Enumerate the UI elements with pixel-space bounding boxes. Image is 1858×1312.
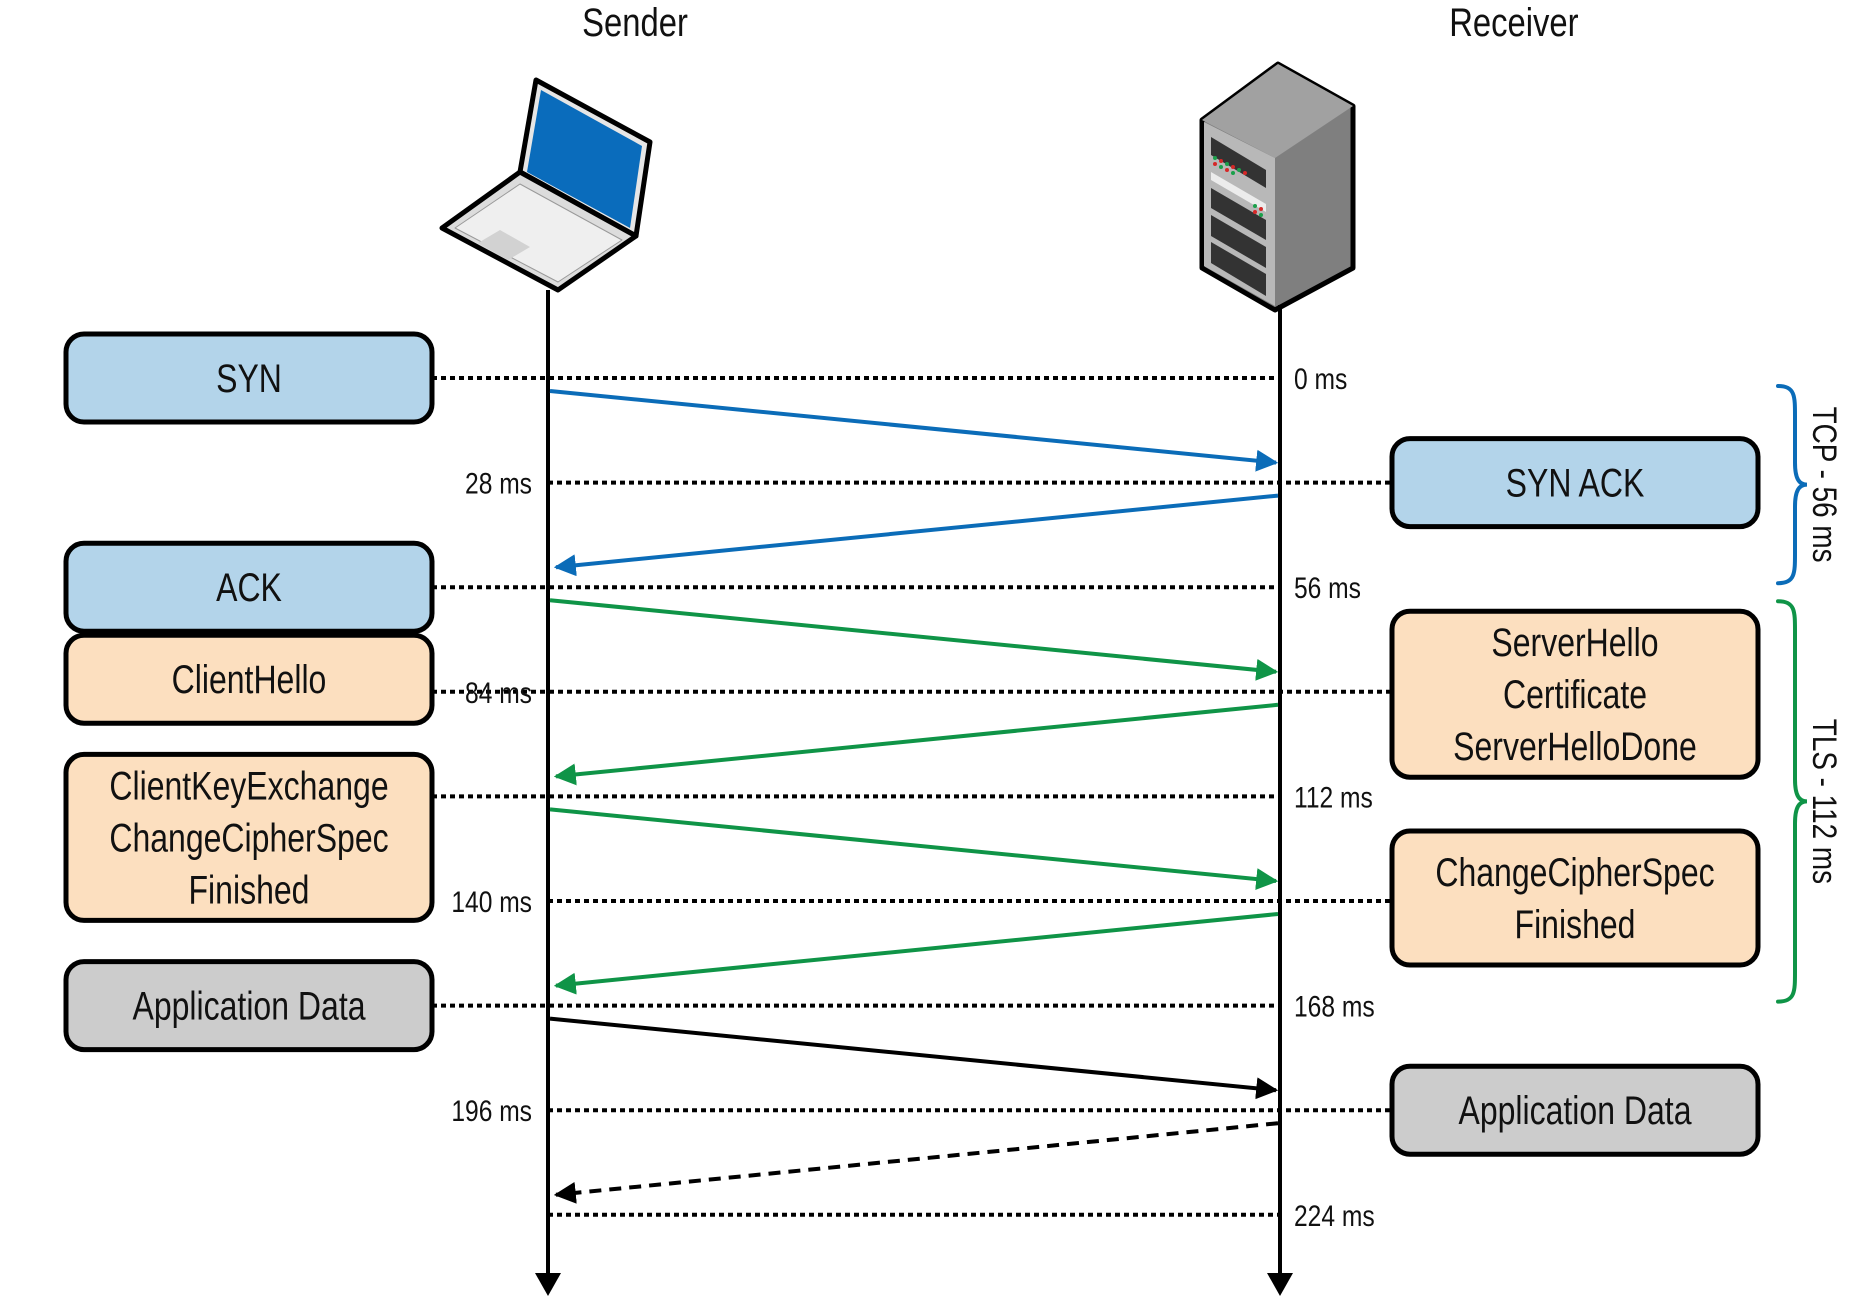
message-arrow-tls — [553, 912, 1279, 995]
time-label: 84 ms — [465, 675, 532, 709]
message-box-label: Application Data — [1458, 1088, 1692, 1133]
time-label: 196 ms — [451, 1094, 532, 1128]
message-box-label: ServerHello — [1491, 620, 1658, 665]
message-box-label: SYN ACK — [1506, 460, 1645, 505]
message-box-label: Certificate — [1503, 672, 1647, 717]
message-box-label: Finished — [189, 867, 310, 912]
time-label: 56 ms — [1294, 571, 1361, 605]
laptop-icon — [439, 77, 653, 293]
message-box-syn-ack: SYN ACK — [1389, 436, 1761, 530]
message-box-ack: ACK — [63, 540, 435, 634]
time-label: 28 ms — [465, 466, 532, 500]
receiver-lifeline-arrowhead — [1267, 1273, 1293, 1296]
time-label: 0 ms — [1294, 362, 1347, 396]
message-arrow-app — [549, 1016, 1279, 1100]
sender-title: Sender — [582, 0, 688, 45]
time-label: 112 ms — [1294, 780, 1373, 814]
time-label: 140 ms — [451, 885, 532, 919]
message-box-label: ClientKeyExchange — [109, 763, 388, 808]
sender-lifeline-arrowhead — [535, 1273, 561, 1296]
message-arrow-tcp — [549, 389, 1279, 472]
brace-label-tls: TLS - 112 ms — [1805, 719, 1843, 884]
message-arrow-tcp — [553, 493, 1279, 577]
message-box-client-key-exchange: ClientKeyExchangeChangeCipherSpecFinishe… — [63, 751, 435, 923]
server-icon — [1199, 61, 1356, 313]
message-arrow-app — [553, 1121, 1279, 1204]
brace-tls — [1776, 599, 1808, 1004]
message-box-label: SYN — [216, 356, 282, 401]
message-box-label: ChangeCipherSpec — [109, 815, 388, 860]
time-label: 168 ms — [1294, 989, 1375, 1023]
message-box-client-app-data: Application Data — [63, 959, 435, 1053]
time-label: 224 ms — [1294, 1198, 1375, 1232]
message-box-server-app-data: Application Data — [1389, 1063, 1761, 1157]
message-arrow-tls — [549, 807, 1279, 891]
message-box-label: ChangeCipherSpec — [1435, 850, 1714, 895]
message-box-label: ClientHello — [172, 657, 327, 702]
message-arrow-tls — [549, 598, 1279, 681]
message-box-label: Finished — [1515, 902, 1636, 947]
message-box-label: ServerHelloDone — [1453, 724, 1697, 769]
brace-label-tcp: TCP - 56 ms — [1805, 407, 1843, 563]
message-box-label: Application Data — [132, 983, 366, 1028]
receiver-title: Receiver — [1449, 0, 1578, 45]
message-box-label: ACK — [216, 565, 282, 610]
message-box-syn: SYN — [63, 331, 435, 425]
message-box-client-hello: ClientHello — [63, 632, 435, 726]
message-arrow-tls — [553, 702, 1279, 786]
brace-tcp — [1776, 384, 1808, 586]
